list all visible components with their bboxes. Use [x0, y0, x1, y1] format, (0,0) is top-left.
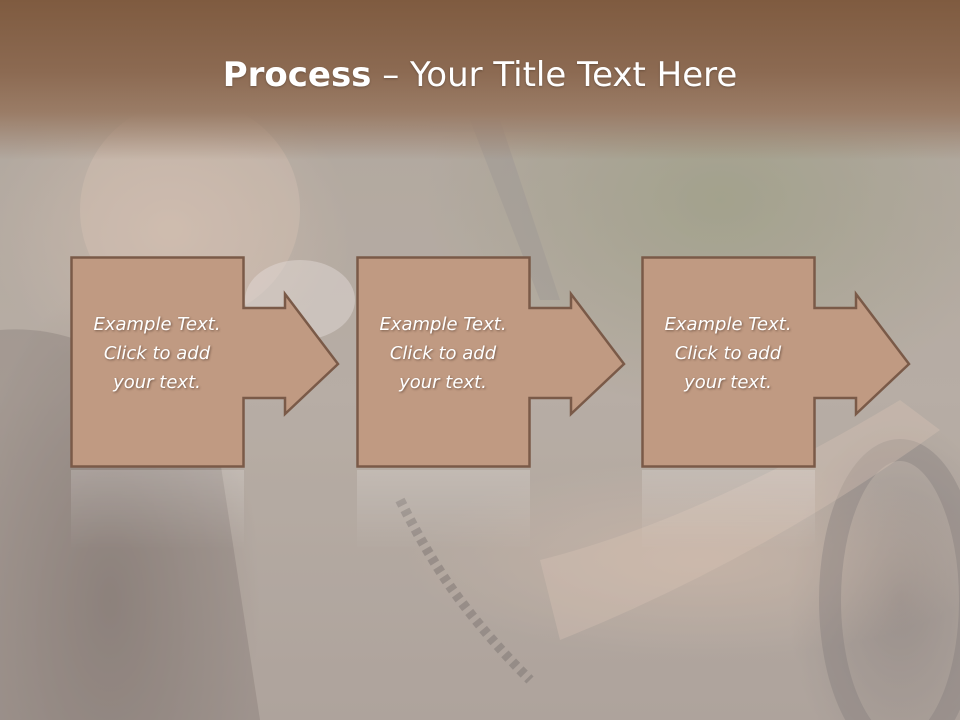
step-text-line: Example Text. — [379, 314, 507, 335]
step-text[interactable]: Example Text. Click to add your text. — [645, 310, 811, 397]
step-text-line: Click to add — [103, 343, 211, 364]
process-step-2[interactable]: Example Text. Click to add your text. — [356, 256, 636, 468]
step-text-line: Click to add — [389, 343, 497, 364]
title-bold-text: Process — [222, 55, 372, 95]
step-text-line: Click to add — [674, 343, 782, 364]
slide-title[interactable]: Process – Your Title Text Here — [0, 52, 960, 98]
right-arrow-callout-icon — [356, 256, 626, 468]
step-text-line: your text. — [399, 372, 487, 393]
title-bar — [0, 0, 960, 160]
step-reflection — [642, 470, 815, 550]
step-reflection — [71, 470, 244, 550]
step-text-line: Example Text. — [93, 314, 221, 335]
right-arrow-callout-icon — [641, 256, 911, 468]
step-text-line: your text. — [113, 372, 201, 393]
step-text-line: your text. — [684, 372, 772, 393]
right-arrow-callout-icon — [70, 256, 340, 468]
step-reflection — [357, 470, 530, 550]
step-text-line: Example Text. — [664, 314, 792, 335]
process-step-3[interactable]: Example Text. Click to add your text. — [641, 256, 921, 468]
process-step-1[interactable]: Example Text. Click to add your text. — [70, 256, 350, 468]
step-text[interactable]: Example Text. Click to add your text. — [360, 310, 526, 397]
step-text[interactable]: Example Text. Click to add your text. — [74, 310, 240, 397]
title-rest-text: – Your Title Text Here — [371, 55, 738, 95]
